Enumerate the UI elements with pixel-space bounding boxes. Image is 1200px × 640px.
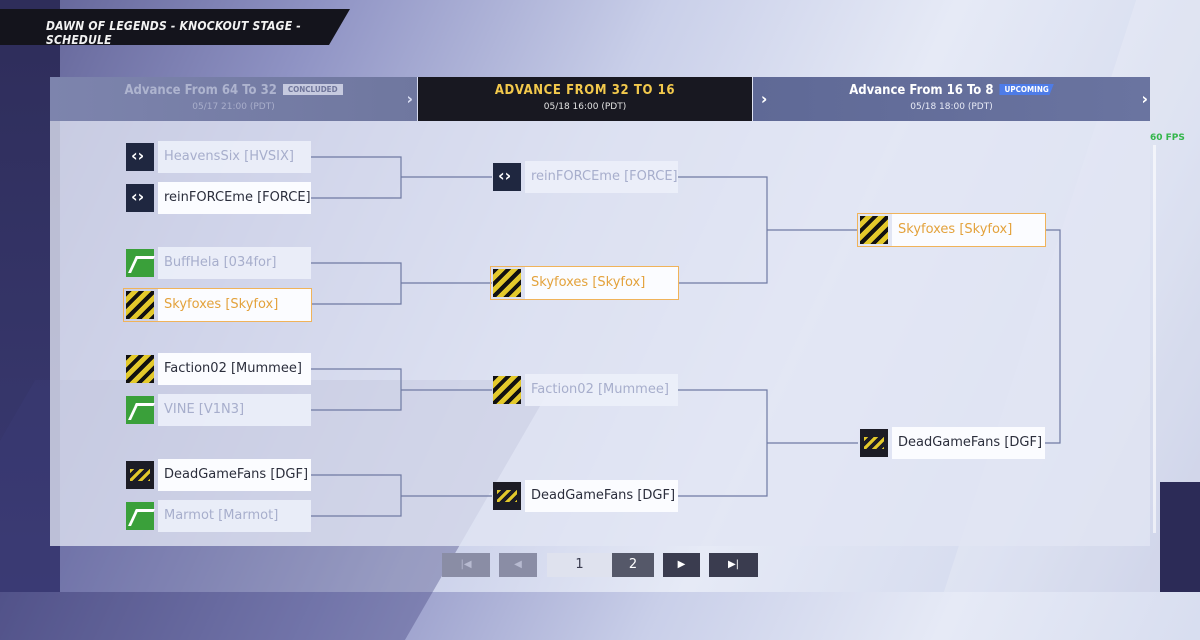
team-slot[interactable]: reinFORCEme [FORCE] (491, 161, 678, 193)
team-name: DeadGameFans [DGF] (525, 480, 678, 512)
team-name: reinFORCEme [FORCE] (525, 161, 678, 193)
team-slot[interactable]: DeadGameFans [DGF] (124, 459, 311, 491)
team-slot[interactable]: Skyfoxes [Skyfox] (858, 214, 1045, 246)
next-page-icon: ▶ (678, 559, 686, 570)
team-logo-icon (493, 376, 521, 404)
team-name: VINE [V1N3] (158, 394, 311, 426)
first-page-button[interactable]: |◀ (442, 553, 490, 577)
team-slot[interactable]: Faction02 [Mummee] (124, 353, 311, 385)
last-page-icon: ▶| (728, 559, 739, 570)
team-name: DeadGameFans [DGF] (158, 459, 311, 491)
team-slot[interactable]: VINE [V1N3] (124, 394, 311, 426)
team-slot[interactable]: reinFORCEme [FORCE] (124, 182, 311, 214)
team-slot[interactable]: Marmot [Marmot] (124, 500, 311, 532)
page-number-2[interactable]: 2 (612, 553, 654, 577)
team-logo-icon (126, 396, 154, 424)
team-logo-icon (860, 429, 888, 457)
team-logo-icon (126, 461, 154, 489)
team-logo-icon (126, 143, 154, 171)
team-name: Faction02 [Mummee] (158, 353, 311, 385)
team-logo-icon (126, 502, 154, 530)
team-logo-icon (860, 216, 888, 244)
team-slot[interactable]: DeadGameFans [DGF] (491, 480, 678, 512)
team-logo-icon (126, 291, 154, 319)
team-logo-icon (493, 482, 521, 510)
team-logo-icon (126, 249, 154, 277)
team-name: Faction02 [Mummee] (525, 374, 678, 406)
team-name: HeavensSix [HVSIX] (158, 141, 311, 173)
team-slot[interactable]: BuffHela [034for] (124, 247, 311, 279)
last-page-button[interactable]: ▶| (709, 553, 758, 577)
fps-counter: 60 FPS (1150, 133, 1185, 143)
prev-page-button[interactable]: ◀ (499, 553, 537, 577)
team-slot[interactable]: Faction02 [Mummee] (491, 374, 678, 406)
team-name: Marmot [Marmot] (158, 500, 311, 532)
first-page-icon: |◀ (460, 559, 471, 570)
team-logo-icon (493, 163, 521, 191)
team-slot[interactable]: HeavensSix [HVSIX] (124, 141, 311, 173)
team-logo-icon (126, 184, 154, 212)
team-name: DeadGameFans [DGF] (892, 427, 1045, 459)
team-slot[interactable]: Skyfoxes [Skyfox] (124, 289, 311, 321)
team-name: Skyfoxes [Skyfox] (525, 267, 678, 299)
next-page-button[interactable]: ▶ (663, 553, 700, 577)
prev-page-icon: ◀ (514, 559, 522, 570)
team-name: Skyfoxes [Skyfox] (892, 214, 1045, 246)
team-logo-icon (493, 269, 521, 297)
scrollbar[interactable] (1153, 145, 1156, 533)
team-logo-icon (126, 355, 154, 383)
team-name: Skyfoxes [Skyfox] (158, 289, 311, 321)
team-slot[interactable]: Skyfoxes [Skyfox] (491, 267, 678, 299)
team-slot[interactable]: DeadGameFans [DGF] (858, 427, 1045, 459)
team-name: BuffHela [034for] (158, 247, 311, 279)
team-name: reinFORCEme [FORCE] (158, 182, 311, 214)
page-number-1[interactable]: 1 (547, 553, 612, 577)
